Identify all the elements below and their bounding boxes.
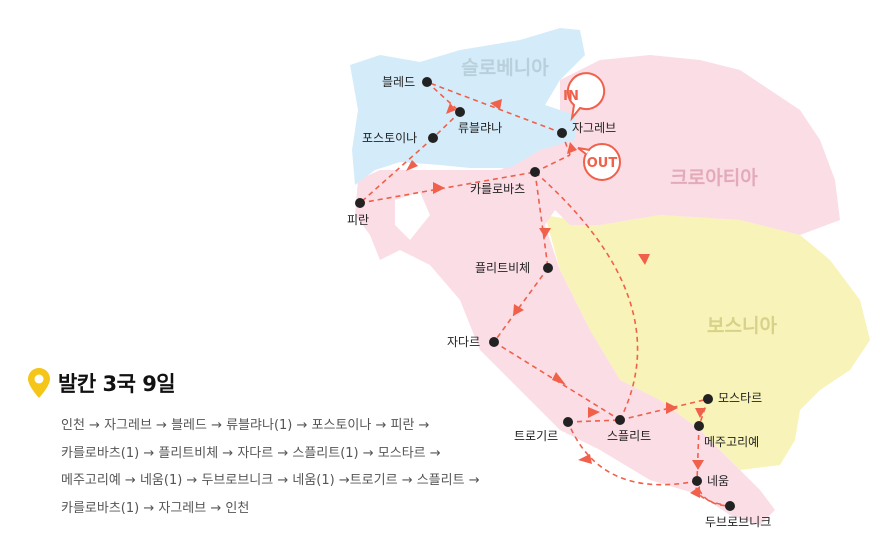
city-label-bled: 블레드 [382,75,415,89]
city-marker-medjugorje [694,421,704,431]
country-label-slovenia: 슬로베니아 [461,57,549,79]
city-marker-piran [355,198,365,208]
route-arrow-icon [695,408,706,418]
route-arrow-icon [406,160,418,171]
location-pin-icon [28,368,50,398]
route-arrows [406,99,706,498]
route-arrow-icon [666,402,678,414]
route-segment [619,398,709,421]
route-arrow-icon [513,304,524,316]
speech-bubble-icon [566,72,606,122]
city-label-ljubljana: 류블랴나 [458,121,502,135]
route-arrow-icon [433,182,445,194]
tour-title: 발칸 3국 9일 [58,372,176,396]
route-arrow-icon [490,99,502,110]
route-segment [695,480,731,507]
route-segment [432,111,461,139]
route-arrow-icon [588,407,600,418]
city-label-trogir: 트로기르 [514,429,558,443]
route-arrow-icon [690,486,700,498]
route-segment [534,171,549,269]
route-arrow-icon [692,460,704,470]
itinerary-line: 카를로바츠(1) → 자그레브 → 인천 [61,500,250,516]
itinerary-line: 메주고리예 → 네움(1) → 두브로브니크 → 네움(1) →트로기르 → 스… [61,473,480,488]
coastal-gap [395,192,430,240]
city-label-split: 스플리트 [607,429,651,443]
route-segment [426,81,461,113]
city-label-postojna: 포스토이나 [362,131,417,145]
city-marker-trogir [563,417,573,427]
city-marker-zadar [489,337,499,347]
speech-bubble-tail [577,147,591,155]
out-badge: OUT [577,143,621,181]
tour-header: 발칸 3국 9일 [28,368,176,398]
city-marker-postojna [428,133,438,143]
slovenia-region [350,28,585,185]
route-segment [567,421,698,486]
city-marker-mostar [703,394,713,404]
city-marker-split [615,415,625,425]
route-segment [534,154,571,173]
city-label-piran: 피란 [347,213,369,227]
city-marker-karlovac [530,167,540,177]
city-marker-dubrovnik [725,501,735,511]
route-arrow-icon [638,254,650,265]
route-arrow-icon [446,103,456,114]
city-label-karlovac: 카를로바츠 [470,182,525,196]
bosnia-region [545,215,870,470]
city-label-mostar: 모스타르 [718,391,762,405]
route-arrow-icon [552,372,566,385]
city-marker-ljubljana [455,107,465,117]
city-marker-zagreb [557,128,567,138]
route-segment [493,267,549,343]
city-marker-neum [692,476,702,486]
route-segment [359,137,434,204]
city-label-zadar: 자다르 [447,335,480,349]
itinerary-line: 카를로바츠(1) → 플리트비체 → 자다르 → 스플리트(1) → 모스타르 … [61,445,441,461]
route-arrow-icon [539,228,551,238]
in-badge: IN [563,72,606,122]
route-segment [534,171,639,421]
country-label-croatia: 크로아티아 [670,167,758,189]
country-label-bosnia: 보스니아 [707,315,777,337]
city-label-neum: 네움 [707,474,729,488]
route-segment [696,425,700,482]
city-marker-plitvice [543,263,553,273]
speech-bubble-icon [583,143,621,181]
city-marker-bled [422,77,432,87]
itinerary: 인천 → 자그레브 → 블레드 → 류블랴나(1) → 포스토이나 → 피란 →… [61,412,531,522]
route-segment [426,81,563,134]
route-segment [359,171,536,204]
route-arrow-icon [567,142,577,154]
route-lines [359,81,731,507]
out-badge-label: OUT [587,156,618,171]
croatia-region [355,55,840,525]
city-label-medjugorje: 메주고리예 [704,435,759,449]
city-markers [355,77,735,511]
city-label-dubrovnik: 두브로브니크 [705,515,771,529]
itinerary-line: 인천 → 자그레브 → 블레드 → 류블랴나(1) → 포스토이나 → 피란 → [61,418,430,433]
in-badge-label: IN [563,89,579,104]
city-label-zagreb: 자그레브 [572,121,616,135]
route-arrow-icon [578,454,592,464]
city-label-plitvice: 플리트비체 [475,261,530,275]
